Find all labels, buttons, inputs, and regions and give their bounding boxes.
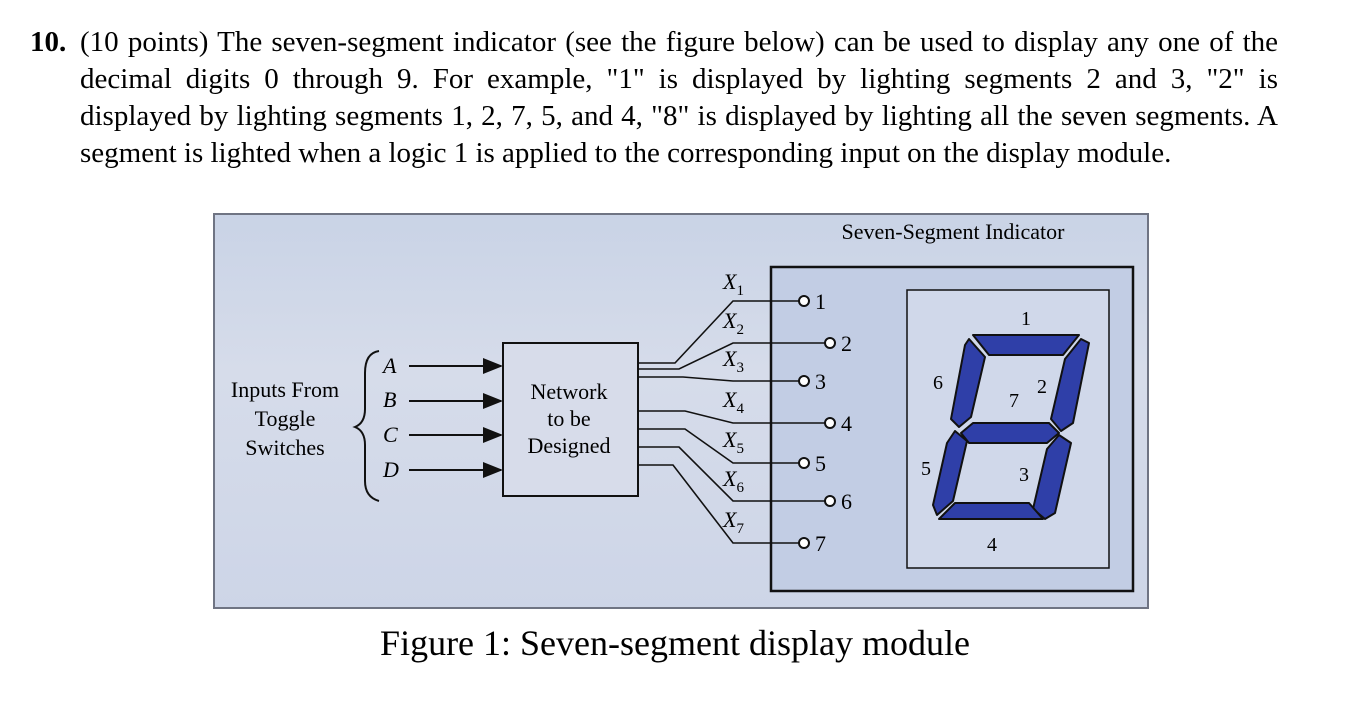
wire-x3 xyxy=(638,376,799,382)
network-label-line3: Designed xyxy=(527,433,610,458)
output-label-x1: X1 xyxy=(722,269,744,299)
segment-4 xyxy=(938,502,1044,520)
pin-label-1: 1 xyxy=(815,289,826,314)
output-label-x3: X3 xyxy=(722,346,744,376)
segment-label-5: 5 xyxy=(921,458,931,480)
network-label-line1: Network xyxy=(531,379,608,404)
problem-statement: 10. (10 points) The seven-segment indica… xyxy=(30,24,1280,169)
wire-x6 xyxy=(638,446,825,502)
output-label-x5: X5 xyxy=(722,427,744,457)
segment-2 xyxy=(1050,338,1090,432)
pin-label-3: 3 xyxy=(815,369,826,394)
pin-1 xyxy=(798,295,810,307)
wire-x4 xyxy=(638,410,825,424)
segment-label-1: 1 xyxy=(1021,308,1031,330)
pin-6 xyxy=(824,495,836,507)
problem-text: (10 points) The seven-segment indicator … xyxy=(80,26,1278,169)
pin-4 xyxy=(824,417,836,429)
figure-caption: Figure 1: Seven-segment display module xyxy=(380,623,970,663)
input-letter-c: C xyxy=(383,422,398,447)
network-label-line2: to be xyxy=(547,406,590,431)
wire-x1 xyxy=(638,300,799,364)
segment-6 xyxy=(950,338,986,428)
pin-label-5: 5 xyxy=(815,451,826,476)
pin-label-7: 7 xyxy=(815,531,826,556)
segment-label-4: 4 xyxy=(987,534,997,556)
segment-label-3: 3 xyxy=(1019,464,1029,486)
pin-label-2: 2 xyxy=(841,331,852,356)
pin-7 xyxy=(798,537,810,549)
segment-label-7: 7 xyxy=(1009,390,1019,412)
pin-label-6: 6 xyxy=(841,489,852,514)
segment-label-2: 2 xyxy=(1037,376,1047,398)
network-box xyxy=(502,342,639,497)
indicator-title: Seven-Segment Indicator xyxy=(842,219,1066,244)
pin-5 xyxy=(798,457,810,469)
output-label-x4: X4 xyxy=(722,387,744,417)
pin-2 xyxy=(824,337,836,349)
segment-7 xyxy=(960,422,1060,444)
wire-x5 xyxy=(638,428,799,464)
problem-number: 10. xyxy=(30,26,67,58)
input-brace xyxy=(352,350,380,502)
output-label-x6: X6 xyxy=(722,466,744,496)
figure-seven-segment-module: Seven-Segment Indicator Inputs From Togg… xyxy=(213,213,1149,609)
figure-diagram: Seven-Segment Indicator Inputs From Togg… xyxy=(231,219,1135,593)
wire-x7 xyxy=(638,464,799,544)
segment-3 xyxy=(1032,434,1072,520)
segment-1 xyxy=(972,334,1080,356)
segment-label-6: 6 xyxy=(933,372,943,394)
inputs-label-line2: Toggle xyxy=(255,406,316,431)
inputs-label-line3: Switches xyxy=(245,435,324,460)
inputs-label-line1: Inputs From xyxy=(231,377,339,402)
input-letter-a: A xyxy=(381,353,397,378)
input-letter-d: D xyxy=(382,457,399,482)
pin-3 xyxy=(798,375,810,387)
input-letter-b: B xyxy=(383,387,396,412)
output-label-x2: X2 xyxy=(722,308,744,338)
pin-label-4: 4 xyxy=(841,411,852,436)
wire-x2 xyxy=(638,342,825,370)
